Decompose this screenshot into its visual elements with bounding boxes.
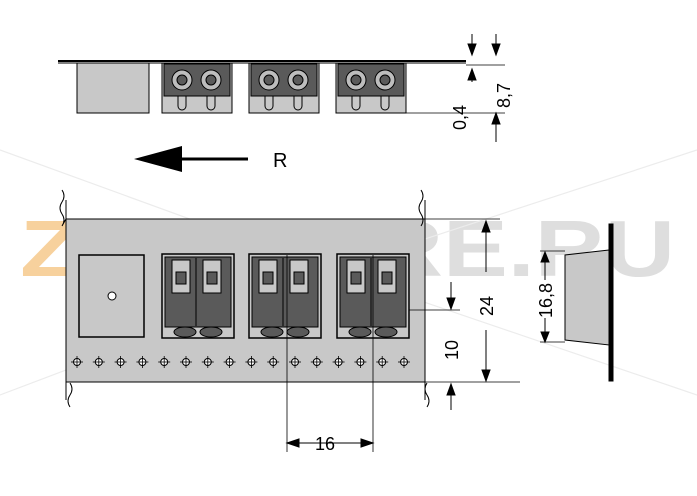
tape-main-view [59,189,430,408]
top-empty-pocket [76,62,150,114]
dim-edge-offset-label: 10 [442,340,462,360]
dim-side-height-label: 16,8 [536,283,556,318]
dim-top-height-label: 8,7 [494,83,514,108]
dim-side-height [540,250,550,344]
pocket-component-1 [161,253,235,339]
sprocket-hole-row [71,356,410,368]
top-component-2 [248,62,320,114]
top-component-1 [161,62,233,114]
dim-pocket-height-label: 24 [477,296,497,316]
pitch-centerlines [286,255,374,452]
dim-edge-offset [446,282,456,410]
dim-pocket-height [481,219,491,383]
pocket-hole-icon [107,291,117,301]
top-component-3 [335,62,407,114]
side-view [540,223,614,382]
top-section-view [58,60,505,114]
main-extension-lines [409,218,520,383]
dim-top-thickness-label: 0,4 [450,105,470,130]
dim-top-thickness [467,34,477,82]
dim-top-height [491,34,501,142]
pocket-component-2 [248,253,322,339]
dim-pitch-label: 16 [315,434,335,454]
direction-arrow-icon [134,146,248,172]
direction-label: R [273,150,287,172]
dim-pitch [285,438,375,448]
